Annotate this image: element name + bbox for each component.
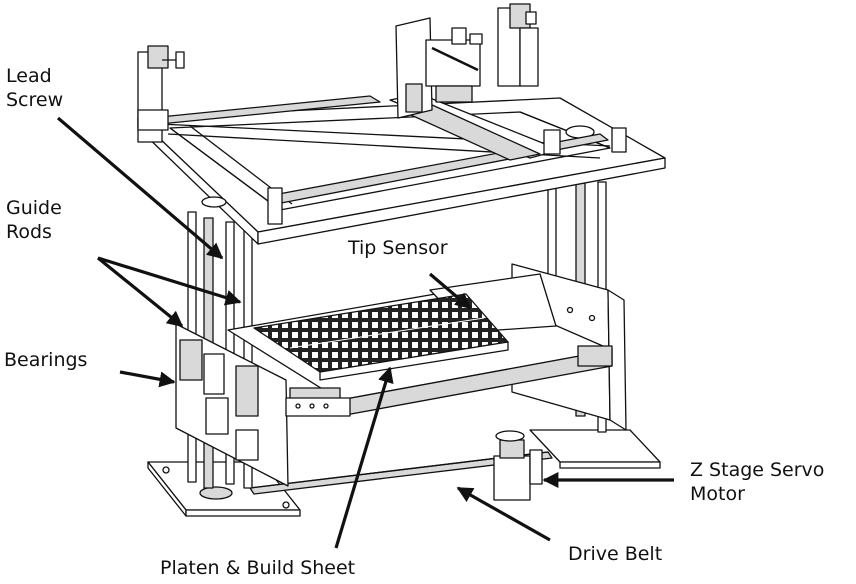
base-plate-right bbox=[529, 429, 661, 469]
label-servo-line1: Z Stage Servo bbox=[690, 459, 825, 481]
label-lead-screw: Lead Screw bbox=[6, 64, 63, 112]
print-head bbox=[395, 17, 483, 119]
platen-arrow bbox=[334, 366, 394, 549]
label-lead-screw-line2: Screw bbox=[6, 89, 64, 111]
label-guide-rods-line2: Rods bbox=[6, 221, 52, 243]
bearings-arrow bbox=[119, 370, 176, 388]
label-z-stage-servo-motor: Z Stage Servo Motor bbox=[690, 458, 824, 506]
label-guide-rods: Guide Rods bbox=[6, 196, 62, 244]
guide-rod-arrow-2 bbox=[97, 256, 242, 306]
label-platen-build-sheet: Platen & Build Sheet bbox=[160, 557, 356, 579]
tip-sensor-arrow bbox=[428, 272, 472, 310]
base-plate-left bbox=[147, 461, 301, 517]
label-guide-rods-line1: Guide bbox=[6, 197, 62, 219]
label-tip-sensor: Tip Sensor bbox=[348, 237, 448, 259]
label-lead-screw-line1: Lead bbox=[6, 65, 52, 87]
platen-grid bbox=[253, 293, 509, 381]
label-drive-belt: Drive Belt bbox=[568, 543, 663, 565]
drive-belt-arrow bbox=[456, 486, 551, 542]
lead-screw-arrow bbox=[56, 116, 224, 260]
label-servo-line2: Motor bbox=[690, 483, 745, 505]
left-side-panel bbox=[175, 323, 351, 487]
guide-rod-arrow-1 bbox=[96, 256, 184, 328]
label-bearings: Bearings bbox=[4, 349, 88, 371]
left-tower bbox=[137, 45, 185, 143]
servo-motor-shape bbox=[493, 430, 543, 501]
pulley-shape bbox=[199, 486, 233, 500]
right-tower bbox=[497, 3, 539, 87]
